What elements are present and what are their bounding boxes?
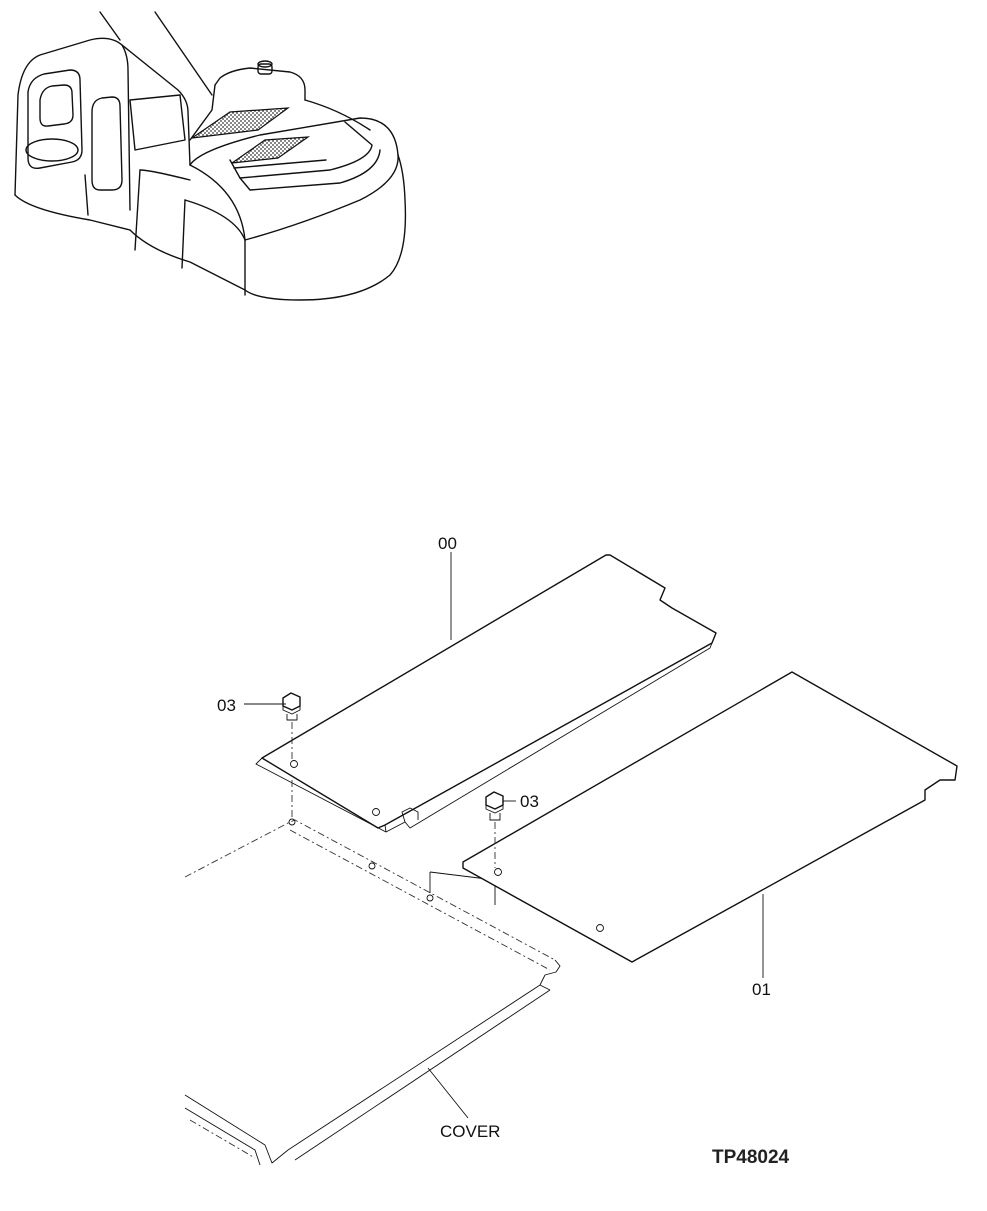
highlight-panel-00 [191,107,291,139]
label-part-03-left: 03 [217,696,236,715]
plate-00[interactable] [255,554,717,833]
label-part-03-right: 03 [520,792,539,811]
label-part-01: 01 [752,980,771,999]
drawing-code: TP48024 [712,1147,790,1168]
excavator-overview [14,11,407,301]
label-cover: COVER [440,1122,500,1141]
leader-line-cover [427,1067,469,1119]
label-part-00: 00 [438,534,457,553]
bolt-03-left[interactable] [282,692,301,818]
highlight-panel-01 [231,136,311,164]
cover-outline [184,818,561,1166]
plate-01[interactable] [462,671,958,963]
bolt-03-right[interactable] [485,791,504,868]
